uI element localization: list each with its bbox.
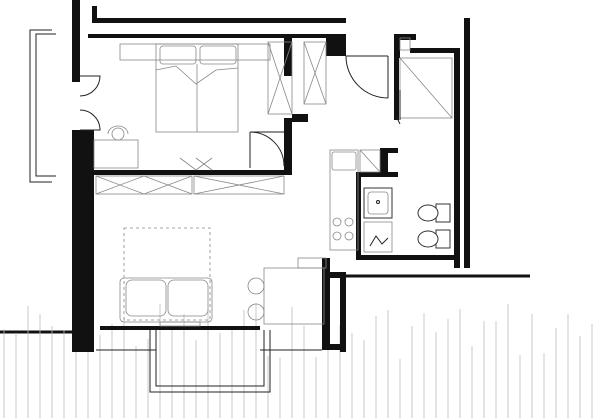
- wardrobe-icon: [267, 41, 327, 115]
- door-swing-icon: [345, 55, 389, 99]
- rug-outline: [123, 227, 211, 321]
- balcony-rail-inner: [35, 33, 56, 177]
- wall-bath-notch: [380, 148, 388, 176]
- wall-bath-top-inner: [410, 48, 458, 53]
- sink-icon: [331, 151, 357, 171]
- walls: [72, 0, 470, 352]
- wall-living-right-step: [330, 272, 346, 278]
- bathroom: [363, 57, 453, 253]
- wardrobe-icon: [95, 157, 285, 195]
- door-swing-icon: [79, 75, 101, 131]
- drain-icon: [369, 235, 389, 247]
- wall-living-right-bottom: [322, 344, 346, 350]
- door-swing-icon: [249, 131, 285, 168]
- bidet-icon: [417, 229, 451, 249]
- wall-bedroom-right-top: [284, 36, 292, 76]
- sink-icon: [363, 187, 393, 219]
- entry-niche: [399, 37, 411, 51]
- window-sill: [100, 326, 260, 330]
- bottom-balcony: [149, 330, 271, 393]
- wall-bath-top-left: [394, 34, 400, 58]
- shower-icon: [395, 57, 453, 125]
- wall-bedroom-top: [88, 34, 328, 38]
- fence-ticks: [3, 303, 593, 418]
- bedroom: [79, 41, 327, 169]
- wall-closet-corner: [292, 114, 308, 122]
- wall-far-right: [464, 18, 470, 268]
- wall-bath-left: [394, 58, 399, 120]
- wall-top-left: [72, 0, 80, 70]
- desk-icon: [93, 125, 139, 169]
- wall-top-cap: [92, 6, 97, 23]
- sofa-icon: [119, 277, 213, 323]
- stove-icon: [332, 217, 354, 241]
- bed-icon: [155, 43, 239, 133]
- balcony-rail-outer: [29, 29, 52, 183]
- wall-bath-top: [394, 34, 416, 40]
- toilet-icon: [417, 203, 451, 223]
- kitchen: [329, 149, 381, 251]
- wall-left-main: [72, 130, 94, 352]
- wall-bath-top-lower: [356, 172, 398, 177]
- washing-machine: [363, 221, 393, 253]
- kitchen-counter: [329, 149, 359, 251]
- wall-bath-left-lower: [356, 172, 361, 260]
- entrance: [345, 37, 411, 99]
- window-frame: [159, 321, 201, 327]
- kitchen-cabinet: [359, 149, 381, 173]
- exterior-fence: [0, 274, 593, 418]
- wall-living-right: [322, 258, 330, 350]
- wall-bath-notch-top: [380, 148, 398, 153]
- left-balcony: [29, 29, 56, 183]
- wall-top-inner: [92, 18, 346, 23]
- wall-bedroom-right: [284, 118, 292, 175]
- wall-living-right-outer: [340, 272, 346, 352]
- table-icon: [247, 257, 327, 325]
- wall-left-stub: [72, 70, 80, 82]
- wall-divider: [92, 170, 288, 175]
- wall-bath-right: [454, 48, 460, 268]
- living-room: [95, 157, 327, 393]
- wall-bath-bottom: [356, 255, 458, 260]
- wall-column-top: [326, 34, 346, 56]
